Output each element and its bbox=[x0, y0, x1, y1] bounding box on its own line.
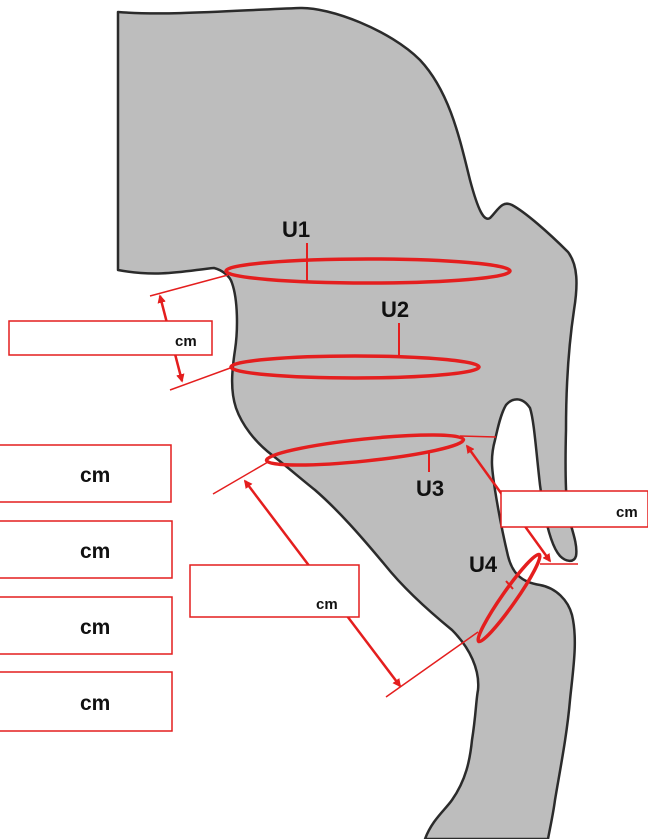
circumference-4-unit: cm bbox=[80, 692, 110, 715]
u2-label: U2 bbox=[381, 297, 409, 322]
u1-u2-extension-top bbox=[150, 275, 228, 296]
u1-label: U1 bbox=[282, 217, 310, 242]
leg-silhouette bbox=[118, 8, 576, 839]
circumference-1-unit: cm bbox=[80, 464, 110, 487]
circumference-3-unit: cm bbox=[80, 616, 110, 639]
length-u1-u2-unit: cm bbox=[175, 333, 197, 350]
u3-u4-front-extension-bottom bbox=[386, 632, 478, 697]
u3-extension-right bbox=[460, 436, 496, 437]
length-u3-u4-front-unit: cm bbox=[316, 596, 338, 613]
circumference-2-unit: cm bbox=[80, 540, 110, 563]
length-u3-u4-back-unit: cm bbox=[616, 504, 638, 521]
u3-label: U3 bbox=[416, 476, 444, 501]
u3-u4-front-extension-top bbox=[213, 462, 268, 494]
u4-label: U4 bbox=[469, 552, 498, 577]
